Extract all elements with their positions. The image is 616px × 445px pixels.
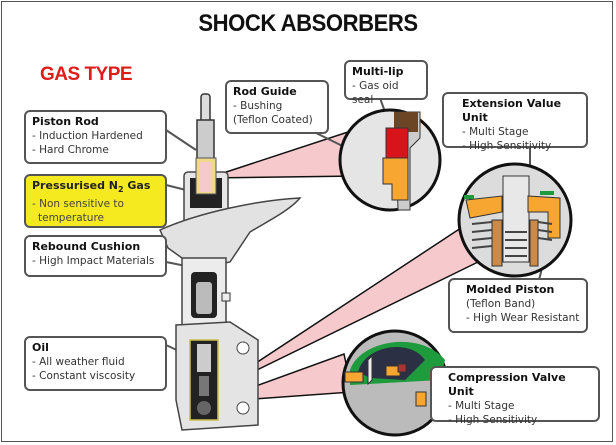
callout-heading: Extension Value Unit [462, 97, 562, 124]
callout-line: - High Sensitivity [448, 414, 538, 426]
callout-molded-piston: Molded Piston (Teflon Band) - High Wear … [448, 278, 588, 333]
callout-line: - Bushing [233, 100, 283, 112]
callout-line: - Hard Chrome [32, 144, 109, 156]
callout-rod-guide: Rod Guide - Bushing (Teflon Coated) [225, 80, 329, 134]
callout-line: - High Sensitivity [462, 140, 552, 152]
multi-lip-seal [394, 112, 418, 132]
rod-tip [200, 93, 211, 123]
heading-subscript: 2 [118, 185, 124, 195]
diagram-subtitle: GAS TYPE [40, 64, 133, 85]
callout-compression-valve: Compression Valve Unit - Multi Stage - H… [430, 366, 600, 426]
callout-heading: Multi-lip [352, 65, 404, 78]
callout-heading: Piston Rod [32, 115, 99, 128]
callout-oil: Oil - All weather fluid - Constant visco… [24, 336, 167, 391]
callout-heading: Rod Guide [233, 85, 297, 98]
callout-multi-lip: Multi-lip - Gas oid seal [344, 60, 428, 106]
callout-line: temperature [38, 212, 104, 225]
callout-line: - Non sensitive to [32, 198, 124, 211]
callout-extension-valve: Extension Value Unit - Multi Stage - Hig… [442, 92, 588, 152]
callout-line: - High Wear Resistant [466, 312, 580, 324]
rod-guide-part [382, 157, 409, 201]
callout-heading: Pressurised N2 Gas [32, 179, 159, 197]
leader-piston-rod [165, 129, 197, 151]
heading-text: Pressurised N [32, 179, 118, 192]
callout-line: - Multi Stage [448, 400, 515, 412]
callout-line: (Teflon Band) [466, 298, 536, 310]
heading-text: Gas [123, 179, 151, 192]
callout-line: - High Impact Materials [32, 255, 155, 267]
callout-rebound-cushion: Rebound Cushion - High Impact Materials [24, 235, 167, 277]
callout-line: - Multi Stage [462, 126, 529, 138]
callout-n2-gas: Pressurised N2 Gas - Non sensitive to te… [24, 174, 167, 228]
callout-line: - Constant viscosity [32, 370, 136, 382]
zoom-circle-seal [338, 108, 442, 212]
zoom-circle-compression [341, 329, 449, 437]
zoom-circle-piston [457, 162, 573, 278]
callout-line: (Teflon Coated) [233, 114, 313, 126]
beam-top-seal [207, 131, 359, 179]
spring-seat [159, 197, 302, 269]
callout-heading: Molded Piston [466, 283, 555, 296]
callout-piston-rod: Piston Rod - Induction Hardened - Hard C… [24, 110, 167, 164]
callout-line: - All weather fluid [32, 356, 125, 368]
callout-line: - Gas oid seal [352, 80, 399, 106]
callout-heading: Oil [32, 341, 49, 354]
shock-body [159, 93, 302, 431]
callout-heading: Rebound Cushion [32, 240, 141, 253]
callout-line: - Induction Hardened [32, 130, 143, 142]
callout-heading: Compression Valve Unit [448, 371, 566, 398]
diagram-title: SHOCK ABSORBERS [198, 10, 418, 37]
red-seal [385, 127, 409, 161]
